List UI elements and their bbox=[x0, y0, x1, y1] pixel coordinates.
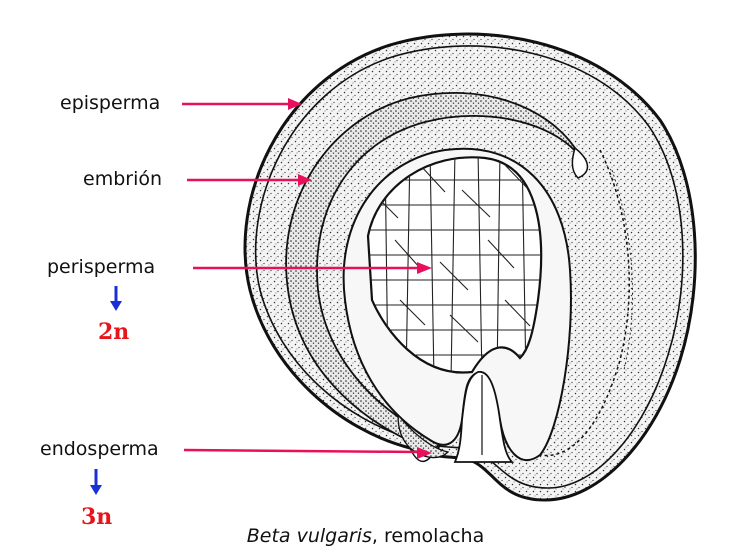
label-endosperma: endosperma bbox=[40, 440, 159, 459]
label-embrion: embrión bbox=[83, 170, 162, 189]
leader-endosperma bbox=[184, 450, 418, 452]
ploidy-arrow-endosperma bbox=[90, 469, 102, 495]
label-perisperma: perisperma bbox=[47, 258, 155, 277]
label-episperma: episperma bbox=[60, 94, 160, 113]
ploidy-endosperma: 3n bbox=[81, 506, 112, 528]
ploidy-perisperma: 2n bbox=[98, 321, 129, 343]
ploidy-arrow-perisperma bbox=[110, 286, 122, 311]
figure-caption: Beta vulgaris, remolacha bbox=[0, 527, 731, 546]
caption-separator: , bbox=[372, 525, 378, 547]
caption-common-name: remolacha bbox=[384, 525, 484, 547]
caption-species: Beta vulgaris bbox=[247, 525, 372, 547]
